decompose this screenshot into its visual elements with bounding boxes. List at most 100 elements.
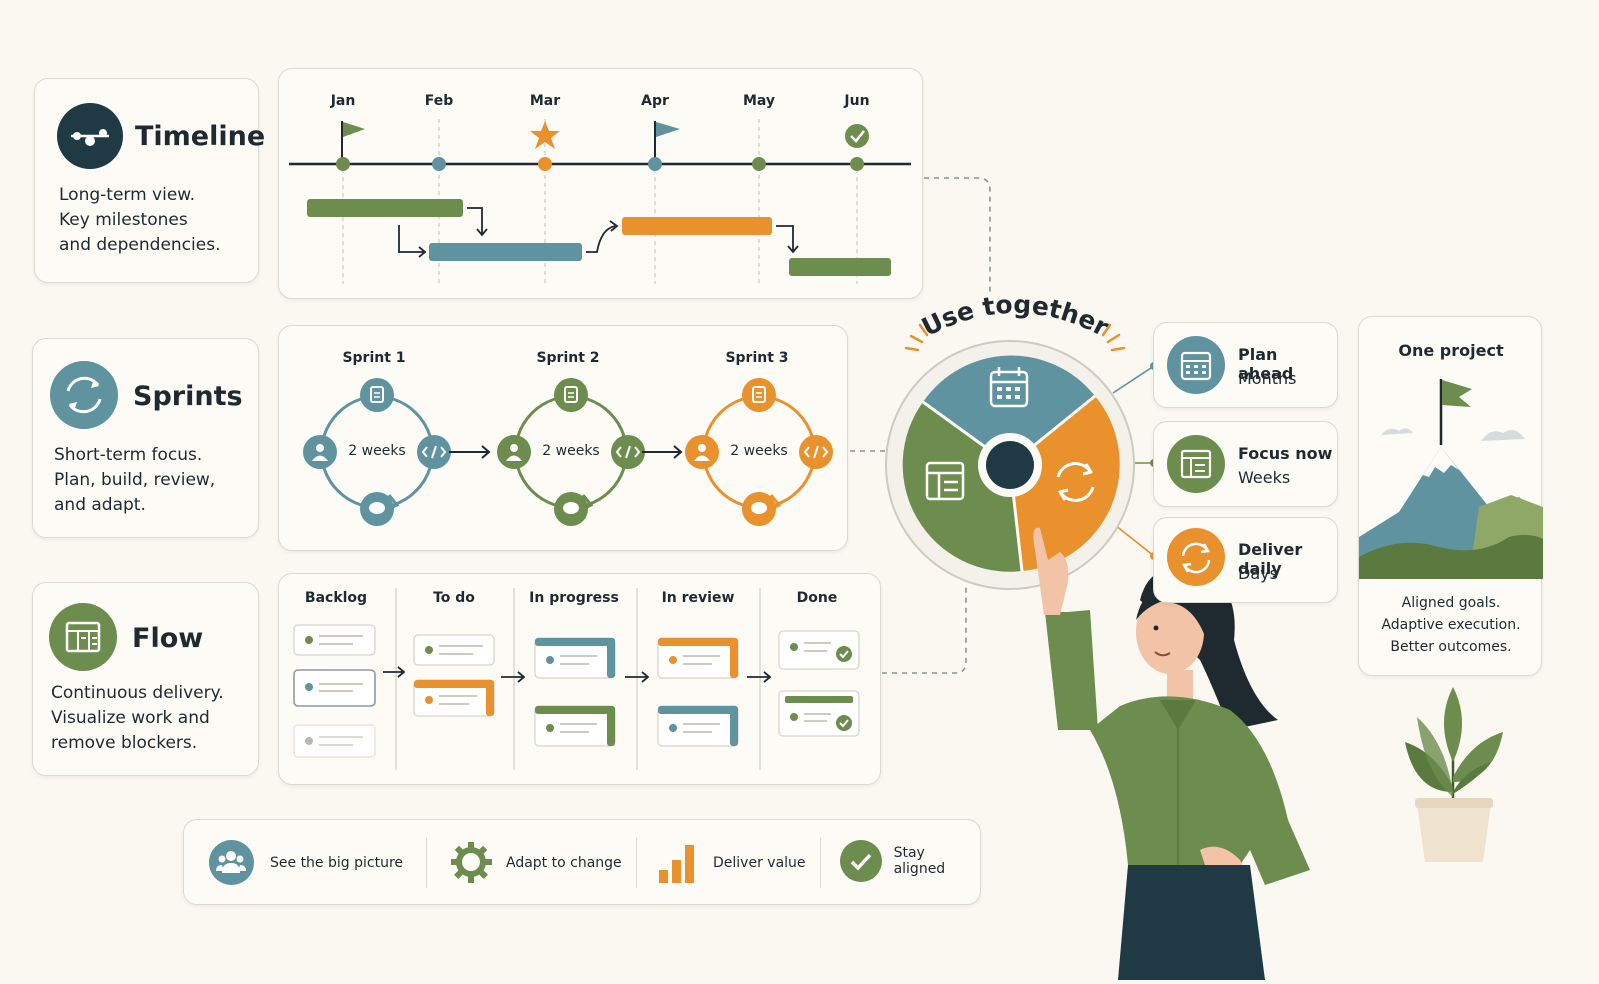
flag-icon	[654, 121, 680, 162]
mode-card-plan-ahead: Plan ahead Months	[1153, 322, 1338, 408]
refresh-icon	[1056, 462, 1095, 502]
sprint-label: Sprint 1	[342, 350, 406, 366]
sprint-cycles	[303, 378, 833, 526]
sprint-label: Sprint 2	[536, 350, 600, 366]
sprint-arc	[322, 467, 362, 507]
check-icon	[845, 124, 869, 148]
plant-illustration	[1405, 687, 1503, 862]
desc-line: Long-term view.	[59, 185, 196, 205]
benefit-divider	[636, 838, 637, 888]
sprint-arc	[322, 397, 362, 437]
team-glyph	[694, 455, 710, 461]
benefit-label: Stay aligned	[893, 845, 946, 877]
sprint-arc	[516, 397, 556, 437]
bar-chart-icon	[659, 840, 699, 885]
code-glyph	[803, 445, 829, 459]
month-label: Jan	[330, 93, 356, 109]
benefit-item: Stay aligned	[840, 840, 980, 882]
flow-column-title: Done	[796, 590, 838, 606]
method-title: Flow	[132, 623, 204, 654]
person-illustration	[1033, 527, 1310, 980]
benefit-divider	[820, 838, 821, 888]
month-label: Mar	[529, 93, 561, 109]
calendar-icon	[1167, 336, 1225, 394]
clipboard-icon	[742, 378, 776, 412]
board-icon	[49, 603, 117, 671]
flag-icon	[341, 121, 365, 162]
timeline-icon	[57, 103, 123, 169]
refresh-icon	[1167, 528, 1225, 586]
desc-line: Visualize work and	[51, 708, 210, 728]
sprint-arc	[392, 467, 432, 507]
clipboard-icon	[554, 378, 588, 412]
method-description: Continuous delivery. Visualize work and …	[51, 681, 224, 756]
desc-line: and dependencies.	[59, 235, 221, 255]
mountain-illustration	[1359, 379, 1543, 579]
calendar-icon	[989, 367, 1029, 408]
benefit-label: See the big picture	[270, 854, 403, 871]
method-title: Timeline	[135, 121, 266, 152]
benefit-label: Deliver value	[713, 854, 806, 871]
clipboard-glyph	[564, 386, 578, 403]
check-circle-icon	[840, 840, 882, 882]
mode-subtitle: Months	[1238, 369, 1297, 388]
team-glyph	[316, 444, 324, 452]
mode-card-focus-now: Focus now Weeks	[1153, 421, 1338, 507]
timeline-panel: Jan Feb Mar Apr May Jun	[278, 68, 923, 299]
month-label: May	[742, 93, 776, 109]
kanban-board	[293, 588, 860, 770]
chat-glyph	[369, 502, 385, 514]
desc-line: Continuous delivery.	[51, 683, 224, 703]
board-icon	[1167, 435, 1225, 493]
mode-title: Plan ahead	[1238, 345, 1294, 383]
flow-column-title: Backlog	[304, 590, 368, 606]
mode-subtitle: Days	[1238, 564, 1278, 583]
project-line: Better outcomes.	[1390, 639, 1512, 655]
flow-method-card: Flow Continuous delivery. Visualize work…	[32, 582, 259, 776]
clipboard-glyph	[752, 386, 766, 403]
timeline-chart	[289, 119, 911, 284]
benefits-bar: See the big picture Adapt to change	[183, 819, 981, 905]
sprints-method-card: Sprints Short-term focus. Plan, build, r…	[32, 338, 259, 538]
use-together-wheel: Use together	[885, 290, 1135, 590]
mode-card-deliver-daily: Deliver daily Days	[1153, 517, 1338, 603]
project-line: Aligned goals.	[1401, 595, 1501, 611]
benefit-item: See the big picture	[209, 840, 403, 885]
mode-subtitle: Weeks	[1238, 468, 1291, 487]
flow-column-title: To do	[433, 590, 475, 606]
desc-line: Key milestones	[59, 210, 188, 230]
benefit-item: Adapt to change	[449, 840, 622, 885]
mode-title: Focus now	[1238, 444, 1333, 463]
cycle-icon	[50, 361, 118, 429]
flow-panel: Backlog To do In progress In review Done	[278, 573, 881, 785]
desc-line: remove blockers.	[51, 733, 198, 753]
desc-line: Short-term focus.	[54, 445, 203, 465]
benefit-label: Adapt to change	[506, 854, 622, 871]
sprint-arc	[774, 397, 814, 437]
sprint-arc	[516, 467, 556, 507]
sprint-arc	[774, 467, 814, 507]
svg-text:Use together: Use together	[917, 290, 1114, 343]
one-project-card: One project Aligned goals. Adaptive exec…	[1358, 316, 1543, 676]
sprint-arc	[704, 397, 744, 437]
sprint-arc	[704, 467, 744, 507]
star-icon	[530, 121, 560, 149]
clipboard-glyph	[370, 386, 384, 403]
flow-column-title: In review	[661, 590, 735, 606]
month-label: Feb	[424, 93, 454, 109]
board-icon	[925, 461, 965, 501]
sprint-arc	[392, 397, 432, 437]
sprint-label: Sprint 3	[725, 350, 789, 366]
method-description: Short-term focus. Plan, build, review, a…	[54, 443, 215, 518]
team-glyph	[698, 444, 706, 452]
month-label: Jun	[844, 93, 870, 109]
team-glyph	[510, 444, 518, 452]
sprint-duration: 2 weeks	[348, 443, 406, 459]
month-label: Apr	[641, 93, 669, 109]
code-glyph	[615, 445, 641, 459]
flow-column-title: In progress	[529, 590, 619, 606]
chat-glyph	[751, 502, 767, 514]
mode-title: Deliver daily	[1238, 540, 1303, 578]
clipboard-icon	[360, 378, 394, 412]
desc-line: Plan, build, review,	[54, 470, 216, 490]
